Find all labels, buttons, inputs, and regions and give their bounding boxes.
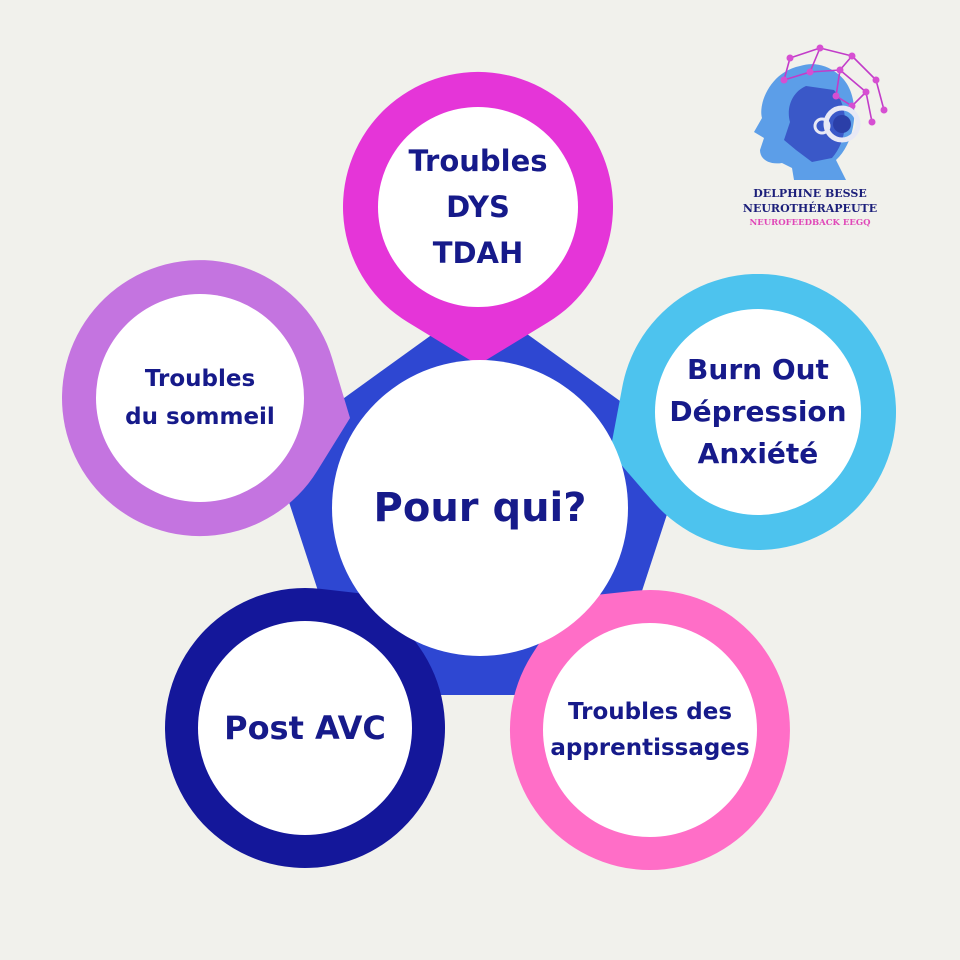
node-label-sommeil: Troubles du sommeil bbox=[96, 294, 304, 502]
node-label-line: Burn Out bbox=[687, 353, 829, 386]
brand-block: DELPHINE BESSE NEUROTHÉRAPEUTE NEUROFEED… bbox=[730, 186, 890, 231]
brand-title: NEUROTHÉRAPEUTE bbox=[742, 202, 878, 215]
pin-inner-dys-tdah bbox=[378, 107, 578, 307]
node-label-line: Troubles des bbox=[567, 699, 733, 725]
node-label-line: Troubles bbox=[144, 366, 256, 392]
node-label-post-avc: Post AVC bbox=[198, 621, 412, 835]
node-label-line: TDAH bbox=[432, 236, 524, 270]
pin-inner-sommeil bbox=[96, 294, 304, 502]
center-circle bbox=[332, 360, 628, 656]
pin-inner-burnout bbox=[655, 309, 861, 515]
center-label: Pour qui? bbox=[332, 360, 628, 656]
node-label-apprentissages: Troubles des apprentissages bbox=[543, 623, 757, 837]
node-label-line: Dépression bbox=[669, 395, 847, 428]
brand-subtitle: NEUROFEEDBACK EEGQ bbox=[749, 218, 871, 228]
node-label-line: Troubles bbox=[408, 144, 548, 178]
brain-head-icon bbox=[754, 44, 888, 180]
brand-name: DELPHINE BESSE bbox=[753, 187, 867, 200]
pin-inner-post-avc bbox=[198, 621, 412, 835]
pin-inner-apprentissages bbox=[543, 623, 757, 837]
center-text: Pour qui? bbox=[373, 485, 587, 531]
node-label-line: du sommeil bbox=[125, 404, 275, 430]
node-label-line: apprentissages bbox=[550, 735, 750, 761]
node-label-line: Anxiété bbox=[697, 437, 819, 470]
node-label-line: Post AVC bbox=[224, 709, 386, 747]
node-label-line: DYS bbox=[446, 190, 510, 224]
pin-shapes bbox=[62, 71, 897, 871]
